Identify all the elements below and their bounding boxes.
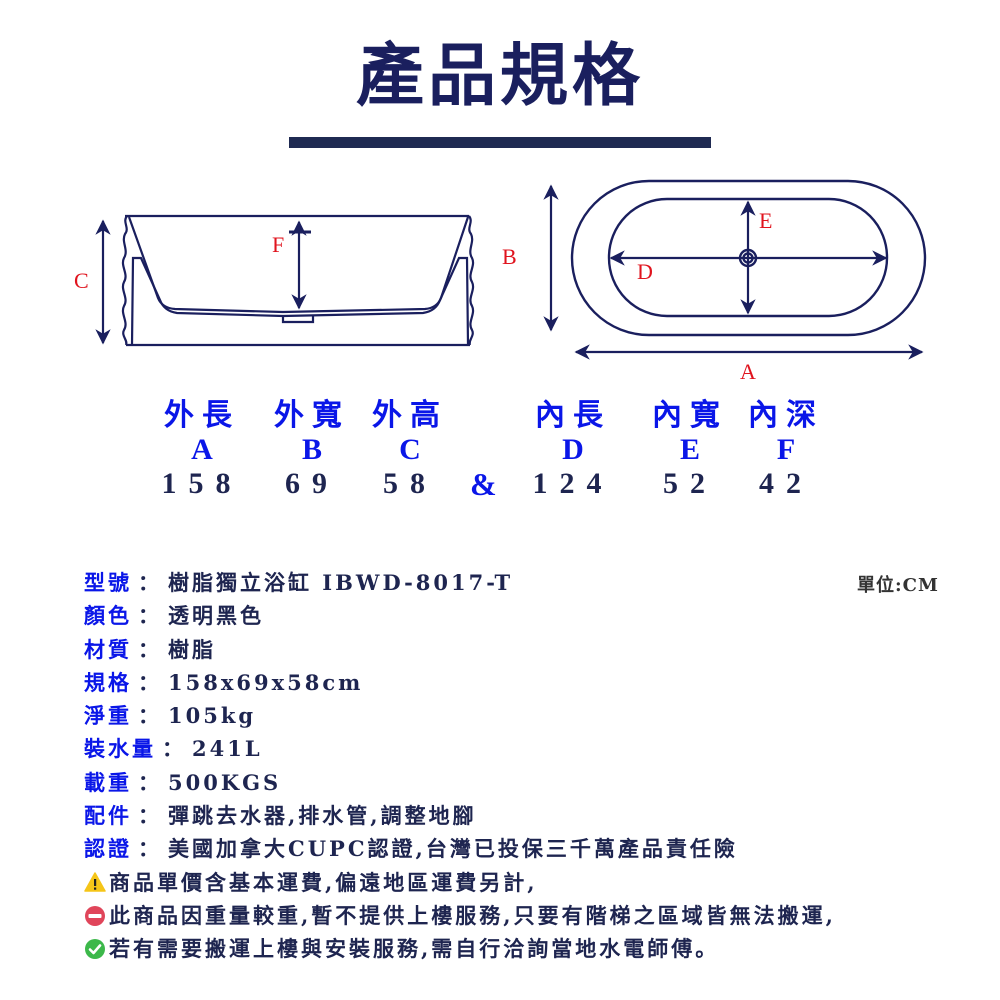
label-c: C: [74, 268, 89, 293]
spec-separator: ：: [138, 703, 162, 729]
check-circle-icon: [85, 938, 105, 959]
spec-separator: ：: [138, 769, 162, 795]
dim-label: 內寬: [652, 398, 728, 433]
spec-value: 241L: [192, 736, 263, 762]
spec-value: 樹脂獨立浴缸 IBWD-8017-T: [168, 570, 514, 595]
note-installation: 若有需要搬運上樓與安裝服務,需自行洽詢當地水電師傅。: [84, 932, 836, 965]
dim-inner-length: 內長 D 124: [513, 398, 633, 502]
dim-value: 42: [759, 467, 813, 500]
spec-key: 載重: [84, 769, 132, 795]
dim-label: 外長: [164, 398, 240, 433]
dim-inner-width: 內寬 E 52: [630, 398, 750, 502]
label-e: E: [759, 208, 772, 233]
spec-value: 樹脂: [168, 636, 216, 662]
spec-key: 材質: [84, 636, 132, 662]
dim-label: 外寬: [274, 398, 350, 433]
page-title: 產品規格: [355, 36, 644, 116]
spec-row-capacity: 裝水量：241L: [84, 732, 836, 765]
dim-letter: C: [399, 433, 421, 466]
spec-separator: ：: [138, 636, 162, 662]
warning-icon: [84, 872, 106, 893]
spec-key: 裝水量: [84, 736, 156, 762]
side-view: [121, 214, 475, 347]
side-right-wall: [468, 215, 475, 346]
dim-value: 69: [285, 467, 339, 500]
dim-letter: E: [679, 433, 700, 466]
dim-value: 158: [161, 467, 243, 500]
spec-separator: ：: [162, 736, 186, 762]
spec-row-model: 型號：樹脂獨立浴缸 IBWD-8017-T: [84, 566, 836, 599]
dimensions-table: 外長 A 158 外寬 B 69 外高 C 58 內長 D 124 內寬 E 5…: [0, 398, 1000, 508]
label-a: A: [740, 359, 756, 384]
spec-separator: ：: [138, 836, 162, 862]
dim-outer-length: 外長 A 158: [142, 398, 262, 502]
spec-key: 規格: [84, 669, 132, 695]
dim-letter: F: [776, 433, 796, 466]
spec-value: 彈跳去水器,排水管,調整地腳: [168, 803, 477, 829]
label-b: B: [502, 244, 517, 269]
spec-row-color: 顏色：透明黑色: [84, 599, 836, 632]
dim-letter: B: [301, 433, 322, 466]
spec-row-net-weight: 淨重：105kg: [84, 699, 836, 732]
spec-separator: ：: [138, 803, 162, 829]
dim-inner-depth: 內深 F 42: [726, 398, 846, 502]
label-d: D: [637, 259, 653, 284]
spec-separator: ：: [138, 603, 162, 629]
top-arrows: [543, 184, 924, 360]
spec-row-accessories: 配件：彈跳去水器,排水管,調整地腳: [84, 799, 836, 832]
unit-note: 單位:CM: [857, 575, 939, 596]
side-left-wall: [121, 215, 128, 346]
spec-row-certification: 認證：美國加拿大CUPC認證,台灣已投保三千萬產品責任險: [84, 832, 836, 865]
spec-key: 型號: [84, 570, 132, 595]
spec-value: 透明黑色: [168, 603, 264, 629]
note-no-stairs: 此商品因重量較重,暫不提供上樓服務,只要有階梯之區域皆無法搬運,: [84, 899, 836, 932]
dim-label: 內長: [535, 398, 611, 433]
spec-value: 158x69x58cm: [168, 669, 364, 695]
dim-label: 內深: [748, 398, 824, 433]
spec-key: 認證: [84, 836, 132, 862]
dim-value: 52: [663, 467, 717, 500]
spec-value: 美國加拿大CUPC認證,台灣已投保三千萬產品責任險: [168, 836, 738, 862]
dim-label: 外高: [372, 398, 448, 433]
spec-key: 顏色: [84, 603, 132, 629]
spec-key: 淨重: [84, 703, 132, 729]
dim-letter: A: [191, 433, 213, 466]
spec-row-material: 材質：樹脂: [84, 633, 836, 666]
spec-separator: ：: [138, 570, 162, 595]
side-drain: [281, 316, 315, 324]
no-entry-icon: [85, 905, 105, 926]
note-shipping: 商品單價含基本運費,偏遠地區運費另計,: [84, 866, 836, 899]
spec-list: 型號：樹脂獨立浴缸 IBWD-8017-T 顏色：透明黑色 材質：樹脂 規格：1…: [84, 566, 836, 966]
label-f: F: [272, 232, 284, 257]
dim-letter: D: [562, 433, 584, 466]
spec-row-load: 載重：500KGS: [84, 766, 836, 799]
top-outer-rim: [570, 179, 927, 337]
spec-key: 配件: [84, 803, 132, 829]
side-arrows: [95, 219, 311, 345]
dim-value: 58: [383, 467, 437, 500]
dimension-diagram: C F B A D E: [74, 179, 927, 384]
spec-separator: ：: [138, 669, 162, 695]
note-text: 商品單價含基本運費,偏遠地區運費另計,: [109, 869, 538, 895]
note-text: 此商品因重量較重,暫不提供上樓服務,只要有階梯之區域皆無法搬運,: [109, 903, 836, 929]
dim-outer-height: 外高 C 58: [350, 398, 470, 502]
spec-value: 500KGS: [168, 769, 282, 795]
dim-value: 124: [532, 467, 614, 500]
spec-value: 105kg: [168, 703, 257, 729]
spec-row-size: 規格：158x69x58cm: [84, 666, 836, 699]
dim-outer-width: 外寬 B 69: [252, 398, 372, 502]
dimension-joiner: &: [470, 466, 497, 502]
note-text: 若有需要搬運上樓與安裝服務,需自行洽詢當地水電師傅。: [109, 936, 720, 962]
title-underline: [289, 137, 711, 148]
